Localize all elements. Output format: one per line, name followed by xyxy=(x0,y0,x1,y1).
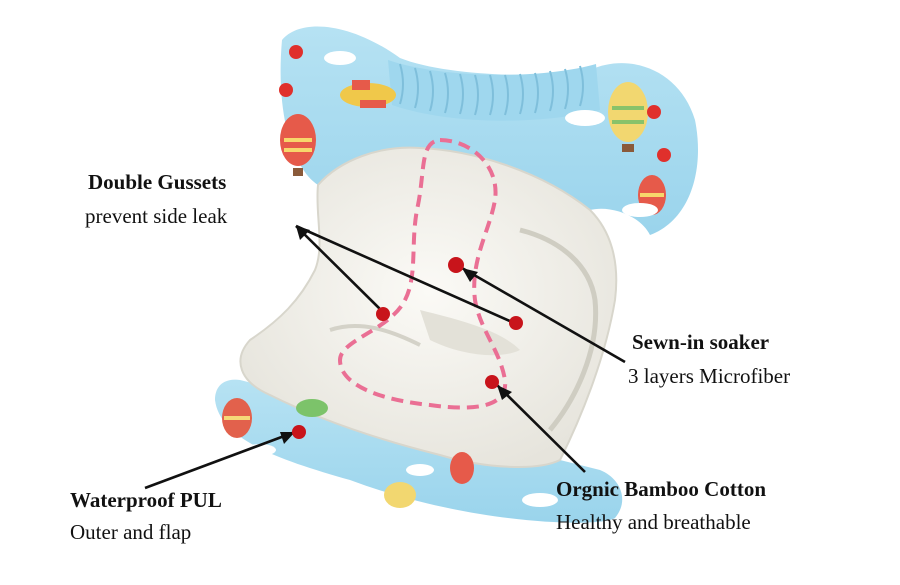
pul-pointer xyxy=(144,430,296,490)
soaker-arrowhead xyxy=(462,268,478,282)
gusset-pointer-left xyxy=(295,225,384,313)
marker-dots xyxy=(292,257,523,439)
soaker-title: Sewn-in soaker xyxy=(632,330,770,354)
soaker-pointer xyxy=(461,266,626,364)
hot-air-balloon-icon xyxy=(450,452,474,484)
soaker-subtitle: 3 layers Microfiber xyxy=(628,364,791,388)
bamboo-title: Orgnic Bamboo Cotton xyxy=(556,477,766,501)
gusset-dot-left xyxy=(376,307,390,321)
snap-button-icon xyxy=(279,45,671,162)
airplane-icon xyxy=(340,80,396,108)
cloud-icon xyxy=(244,51,658,507)
gusset-fold xyxy=(519,227,599,432)
hot-air-balloon-icon xyxy=(384,482,416,508)
fabric-shadow xyxy=(420,310,520,356)
elastic-band xyxy=(388,60,600,121)
soaker-dot xyxy=(448,257,464,273)
elastic-ruffles xyxy=(399,63,584,116)
pul-dot xyxy=(292,425,306,439)
pul-arrowhead xyxy=(280,432,295,444)
hot-air-balloon-icon xyxy=(608,82,648,152)
pul-subtitle: Outer and flap xyxy=(70,520,192,544)
pointer-arrowheads xyxy=(280,226,512,444)
inner-fabric xyxy=(239,146,618,468)
gusset-fold xyxy=(329,323,421,347)
gussets-title: Double Gussets xyxy=(88,170,227,194)
bamboo-pointer xyxy=(496,384,586,473)
pointer-lines xyxy=(144,224,626,490)
bamboo-dot xyxy=(485,375,499,389)
gusset-pointer-right xyxy=(295,224,513,324)
gusset-dot-right xyxy=(509,316,523,330)
bamboo-subtitle: Healthy and breathable xyxy=(556,510,751,534)
airplane-icon xyxy=(296,399,328,417)
bamboo-arrowhead xyxy=(497,385,512,400)
pul-title: Waterproof PUL xyxy=(70,488,222,512)
gussets-subtitle: prevent side leak xyxy=(85,204,228,228)
hot-air-balloon-icon xyxy=(280,114,316,176)
soaker-stitching xyxy=(337,137,508,410)
hot-air-balloon-icon xyxy=(222,398,252,438)
gusset-arrowhead xyxy=(296,226,310,240)
